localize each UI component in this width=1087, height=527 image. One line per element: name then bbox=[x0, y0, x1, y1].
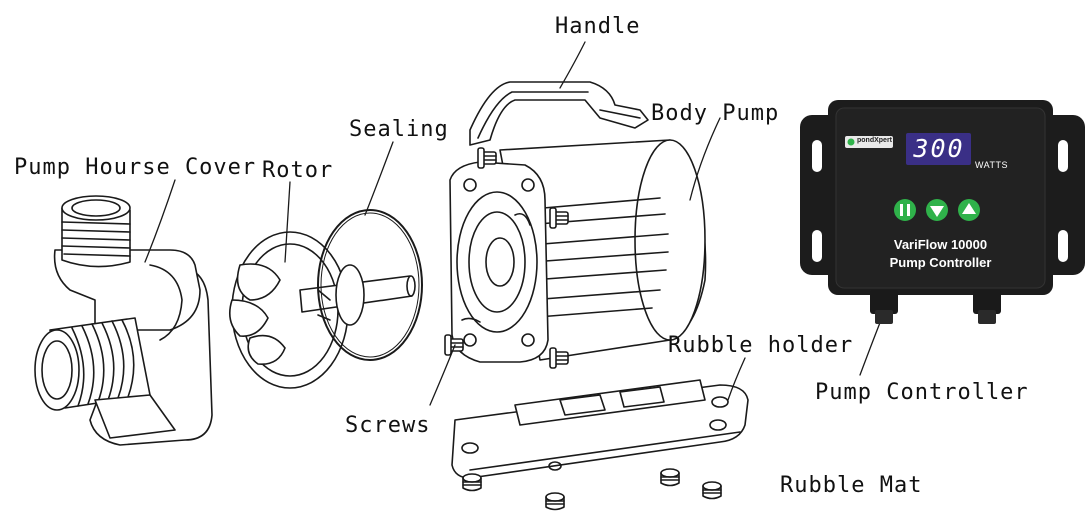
arrow-down-icon bbox=[930, 206, 944, 217]
label-rotor: Rotor bbox=[262, 158, 334, 183]
handle-part bbox=[469, 81, 649, 146]
pump-controller-device bbox=[800, 100, 1085, 324]
pump-house-cover-part bbox=[34, 195, 213, 446]
label-body-pump: Body Pump bbox=[651, 101, 780, 126]
label-handle: Handle bbox=[555, 14, 641, 39]
sealing-ring-part bbox=[317, 209, 423, 361]
controller-display-unit: WATTS bbox=[975, 160, 1008, 170]
label-rubble-mat: Rubble Mat bbox=[780, 473, 923, 498]
pause-icon bbox=[900, 204, 903, 216]
controller-model: VariFlow 10000 bbox=[893, 237, 988, 252]
body-pump-part bbox=[449, 139, 707, 363]
leader-lines bbox=[144, 41, 886, 406]
rubble-holder-part bbox=[451, 379, 749, 479]
label-pump-house-cover: Pump Hourse Cover bbox=[14, 155, 257, 180]
controller-brand: pondXpert bbox=[857, 137, 892, 144]
label-screws: Screws bbox=[345, 413, 431, 438]
arrow-up-icon bbox=[962, 203, 976, 214]
label-pump-controller: Pump Controller bbox=[815, 380, 1029, 405]
controller-subtitle: Pump Controller bbox=[889, 255, 992, 270]
rotor-part bbox=[229, 231, 416, 389]
rubble-mat-part bbox=[462, 468, 722, 511]
label-rubble-holder: Rubble holder bbox=[668, 333, 854, 358]
label-sealing: Sealing bbox=[349, 117, 449, 142]
screws-part bbox=[444, 147, 569, 369]
controller-display-value: 300 bbox=[913, 134, 965, 163]
